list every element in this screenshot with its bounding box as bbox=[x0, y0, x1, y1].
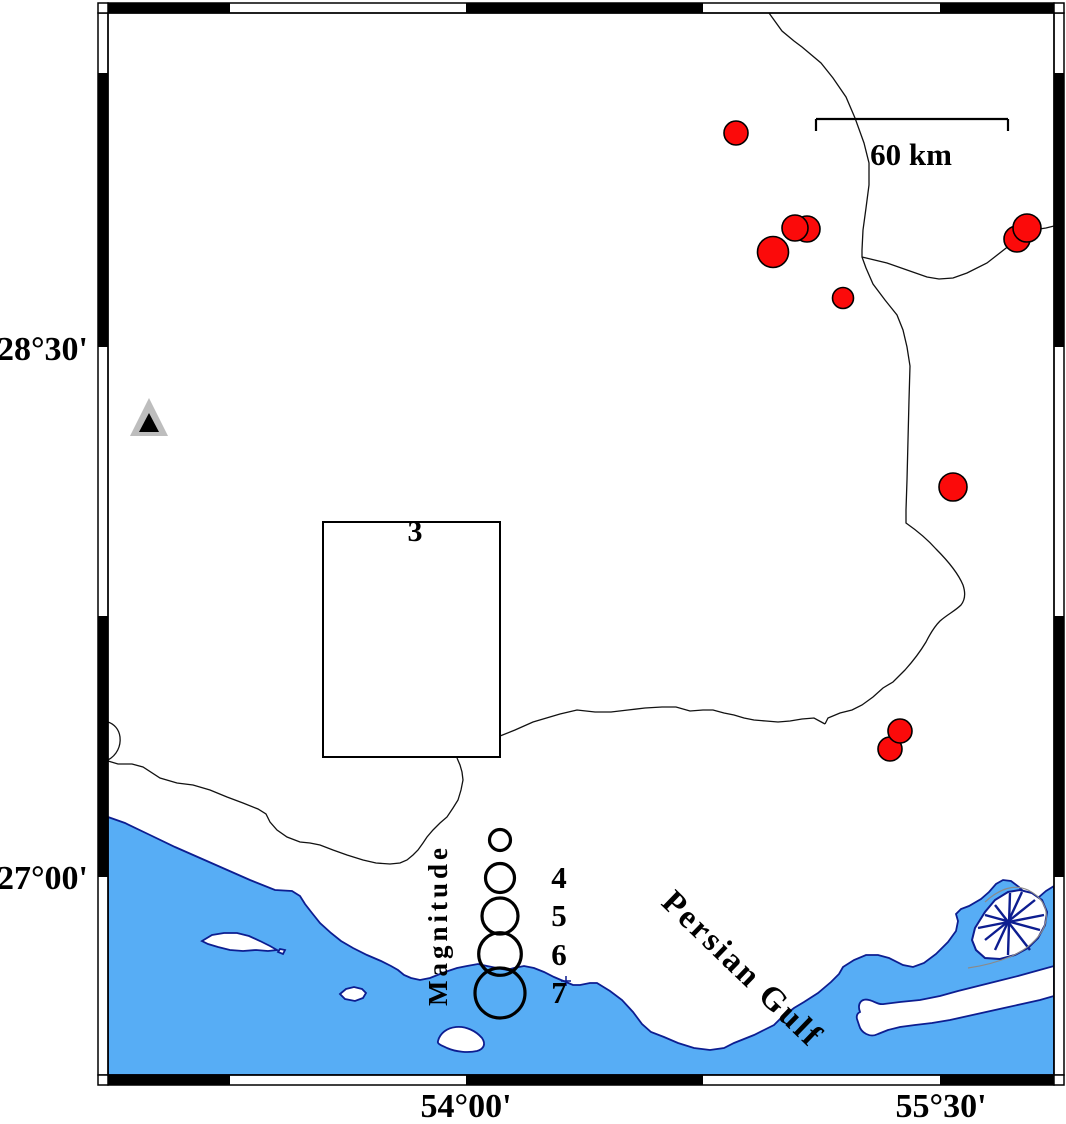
axis-labels: 28°30' 27°00' 54°00' 55°30' bbox=[0, 331, 987, 1124]
earthquake-marker bbox=[831, 286, 855, 310]
mangrove-channel bbox=[1006, 892, 1012, 956]
mangrove-channel bbox=[994, 904, 1031, 951]
legend-label: 4 bbox=[551, 860, 567, 895]
sea-name-label: Persian Gulf bbox=[654, 884, 829, 1055]
shoal-outline bbox=[967, 886, 1047, 969]
frame-tick-right bbox=[1054, 616, 1064, 877]
frame-corner-cell bbox=[1053, 1074, 1065, 1086]
station-triangle bbox=[130, 398, 168, 436]
map-frame bbox=[97, 2, 1065, 1086]
coast-cross-mark bbox=[561, 976, 571, 986]
lon-label: 55°30' bbox=[895, 1088, 986, 1124]
earthquake-markers bbox=[723, 120, 1042, 762]
frame-corner-cell bbox=[1053, 2, 1065, 14]
legend-circle bbox=[487, 827, 513, 853]
region-box-label: 3 bbox=[408, 515, 423, 548]
legend-circle bbox=[483, 861, 517, 895]
magnitude-legend: Magnitude 45 67 bbox=[423, 827, 567, 1020]
legend-label: 5 bbox=[551, 898, 567, 933]
frame-corner-cell bbox=[97, 2, 109, 14]
road-lines bbox=[107, 12, 1055, 865]
island bbox=[436, 1025, 485, 1053]
frame-tick-left bbox=[98, 616, 108, 877]
earthquake-marker bbox=[887, 718, 913, 744]
legend-circle bbox=[477, 931, 523, 977]
mangrove-channel bbox=[984, 899, 1036, 941]
lon-label: 54°00' bbox=[420, 1088, 511, 1124]
frame-tick-bottom bbox=[108, 1075, 230, 1085]
legend-label: 7 bbox=[551, 975, 567, 1010]
legend-label: 6 bbox=[551, 937, 567, 972]
road-line bbox=[768, 12, 966, 725]
road-line bbox=[499, 706, 826, 737]
road-line bbox=[107, 721, 121, 761]
sea-polygon bbox=[107, 815, 1055, 1076]
legend-circle bbox=[480, 896, 520, 936]
legend-title: Magnitude bbox=[423, 844, 453, 1006]
mangrove-channel bbox=[977, 913, 1045, 930]
frame-tick-top bbox=[466, 3, 703, 13]
scale-bar-label: 60 km bbox=[870, 137, 952, 172]
scale-bar: 60 km bbox=[814, 117, 1010, 172]
road-line bbox=[107, 757, 464, 865]
frame-corner-cell bbox=[97, 1074, 109, 1086]
island bbox=[200, 932, 280, 952]
earthquake-marker bbox=[1012, 213, 1042, 243]
station-inner-triangle bbox=[139, 413, 159, 432]
frame-tick-top bbox=[108, 3, 230, 13]
earthquake-marker bbox=[756, 235, 790, 269]
island bbox=[338, 986, 368, 1002]
islands bbox=[200, 886, 1055, 1053]
map-border bbox=[107, 12, 1055, 1076]
earthquake-marker bbox=[938, 472, 968, 502]
frame-tick-top bbox=[940, 3, 1054, 13]
frame-tick-right bbox=[1054, 73, 1064, 347]
sea-region bbox=[107, 815, 1055, 1076]
island-qeshm bbox=[855, 964, 1055, 1037]
region-box: 3 bbox=[322, 515, 501, 758]
scale-bar-bracket bbox=[814, 117, 1010, 131]
earthquake-marker bbox=[781, 214, 809, 242]
frame-tick-bottom bbox=[466, 1075, 703, 1085]
legend-circle bbox=[473, 966, 527, 1020]
earthquake-marker bbox=[723, 120, 749, 146]
frame-tick-left bbox=[98, 73, 108, 347]
frame-tick-bottom bbox=[940, 1075, 1054, 1085]
lat-label: 27°00' bbox=[0, 860, 88, 897]
island bbox=[276, 947, 287, 956]
region-rectangle bbox=[322, 521, 501, 758]
lat-label: 28°30' bbox=[0, 331, 88, 368]
mangrove-channel bbox=[984, 913, 1041, 932]
